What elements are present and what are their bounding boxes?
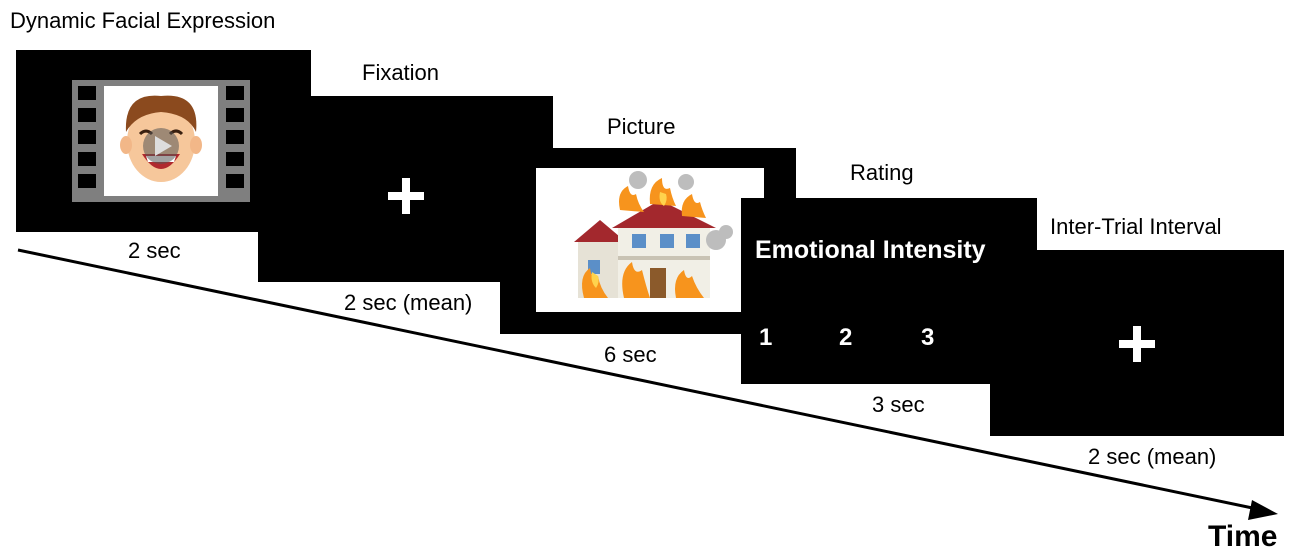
fixation-stage-duration: 2 sec (mean)	[344, 290, 473, 315]
fixation-stage-title: Fixation	[362, 60, 440, 85]
rating-option-2[interactable]: 2	[839, 324, 853, 351]
fire-icon	[582, 178, 706, 298]
picture-stage-duration: 6 sec	[604, 342, 657, 367]
facial-stage-duration: 2 sec	[128, 238, 181, 263]
iti-stage-duration: 2 sec (mean)	[1088, 444, 1217, 469]
rating-stage-duration: 3 sec	[872, 392, 925, 417]
rating-stage-title: Rating	[850, 160, 914, 185]
rating-option-3[interactable]: 3	[921, 324, 935, 351]
iti-fixation-cross-icon	[1119, 326, 1155, 362]
rating-prompt: Emotional Intensity	[755, 236, 986, 264]
iti-screen	[990, 250, 1284, 436]
smoke-icon	[629, 171, 733, 250]
play-icon	[143, 128, 179, 164]
facial-stage-title: Dynamic Facial Expression	[10, 8, 276, 33]
iti-stage-title: Inter-Trial Interval	[1050, 214, 1222, 239]
fixation-cross-icon	[388, 178, 424, 214]
video-thumbnail	[72, 80, 250, 202]
rating-screen: Emotional Intensity 1 2 3	[741, 198, 1037, 384]
time-axis-label: Time	[1208, 520, 1278, 553]
picture-stage-title: Picture	[607, 114, 676, 139]
rating-option-1[interactable]: 1	[759, 324, 773, 351]
burning-house-picture	[536, 168, 764, 312]
